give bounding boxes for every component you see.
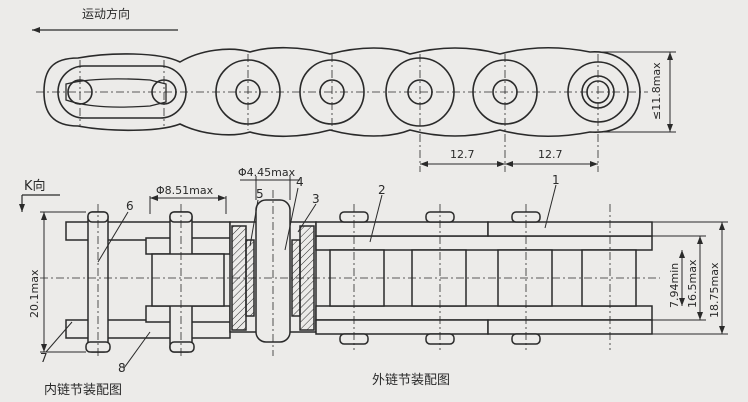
pitch-label-left: 12.7 — [450, 148, 475, 161]
outer-plate-top-2 — [487, 221, 653, 237]
motion-arrow-head — [32, 27, 40, 33]
inner-width-label: 7.94min — [668, 263, 681, 308]
part-number-7: 7 — [40, 351, 48, 365]
chain-plate-outline — [43, 46, 641, 138]
part-number-8: 8 — [118, 361, 126, 375]
center-lines-top — [36, 54, 648, 172]
chain-top-section-view — [19, 194, 653, 353]
pin-length-mid-label: 16.5max — [686, 259, 699, 308]
outer-plate-bottom-1 — [315, 319, 489, 335]
part-number-2: 2 — [378, 183, 386, 197]
k-view-label: K向 — [24, 178, 46, 194]
total-height-label: 20.1max — [28, 269, 41, 318]
chain-side-view — [32, 27, 641, 138]
part-number-4: 4 — [296, 175, 304, 189]
part-leaders — [45, 184, 557, 369]
part-number-1: 1 — [552, 173, 560, 187]
motion-direction-label: 运动方向 — [82, 6, 130, 21]
inner-slot — [65, 78, 167, 108]
outer-bushing-bottom — [315, 305, 653, 321]
part-number-3: 3 — [312, 192, 320, 206]
pin-diameter-label: Φ4.45max — [238, 166, 296, 179]
part-number-6: 6 — [126, 199, 134, 213]
pitch-dimensions — [420, 161, 598, 167]
outer-link-caption: 外链节装配图 — [372, 373, 450, 388]
outer-bushing-top — [315, 235, 653, 251]
outer-plate-bottom-2 — [487, 319, 653, 335]
part-number-5: 5 — [256, 187, 264, 201]
outer-plate-top-1 — [315, 221, 489, 237]
plate-height-dimension — [600, 51, 676, 133]
pin-head — [169, 341, 195, 353]
roller-diameter-label: Φ8.51max — [156, 184, 214, 197]
pitch-label-right: 12.7 — [538, 148, 563, 161]
roller-left — [151, 253, 225, 307]
section-dimensions — [40, 176, 728, 353]
plate-height-label: ≤11.8max — [650, 62, 663, 120]
center-lines-section — [40, 190, 660, 356]
pin-length-total-label: 18.75max — [708, 262, 721, 318]
inner-link-caption: 内链节装配图 — [44, 382, 122, 398]
